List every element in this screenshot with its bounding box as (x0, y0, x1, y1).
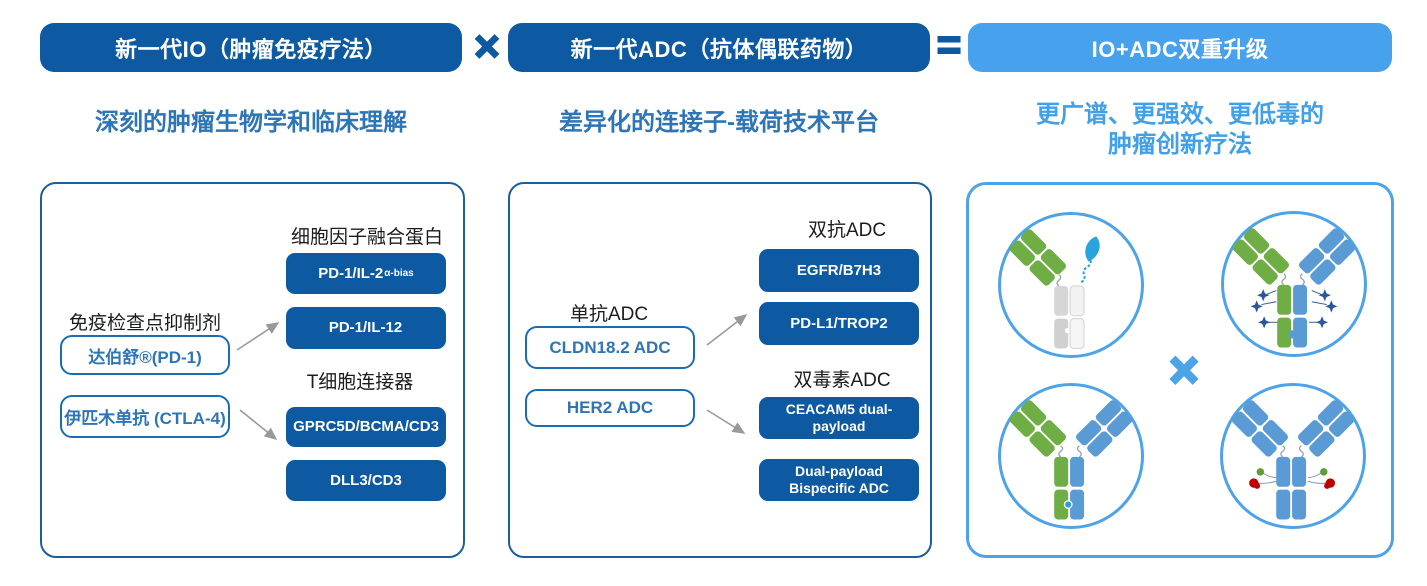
result-panel: × (966, 182, 1394, 558)
equals-operator: = (936, 20, 963, 69)
pill-dual-payload-bispecific: Dual-payload Bispecific ADC (759, 459, 919, 501)
pill-pd1-il12: PD-1/IL-12 (286, 307, 446, 349)
tcell-engager-group-title: T细胞连接器 (306, 372, 414, 393)
banner-new-gen-adc: 新一代ADC（抗体偶联药物） (508, 23, 930, 72)
pill-gprc5d-bcma-cd3: GPRC5D/BCMA/CD3 (286, 407, 446, 447)
pill-dll3-cd3: DLL3/CD3 (286, 460, 446, 501)
io-subtitle: 深刻的肿瘤生物学和临床理解 (95, 109, 407, 136)
pill-pdl1-trop2: PD-L1/TROP2 (759, 302, 919, 345)
arrow-cldn-to-bispecific (706, 314, 748, 346)
arrow-her2-to-dual (706, 409, 746, 434)
pill-egfr-b7h3-label: EGFR/B7H3 (796, 261, 882, 279)
banner-adc-label: 新一代ADC（抗体偶联药物） (570, 36, 868, 62)
multiply-operator: × (473, 21, 501, 72)
pill-pdl1-trop2-label: PD-L1/TROP2 (790, 314, 888, 332)
pill-pd1-il12-text: PD-1/IL-12 (328, 319, 403, 337)
pill-tyvyt: 达伯舒®(PD-1) (60, 335, 230, 375)
pill-cldn182-label: CLDN18.2 ADC (549, 337, 671, 357)
banner-io-adc-result: IO+ADC双重升级 (968, 23, 1392, 72)
banner-new-gen-io: 新一代IO（肿瘤免疫疗法） (40, 23, 462, 72)
banner-io-label: 新一代IO（肿瘤免疫疗法） (115, 36, 387, 62)
adc-subtitle: 差异化的连接子-载荷技术平台 (559, 109, 879, 136)
pill-pd1-il2-text: PD-1/IL-2 (318, 264, 384, 282)
result-subtitle-line1: 更广谱、更强效、更低毒的 (1036, 101, 1324, 128)
pill-her2-adc: HER2 ADC (525, 389, 695, 427)
pill-ceacam5-dual-payload: CEACAM5 dual-payload (759, 397, 919, 439)
result-subtitle: 更广谱、更强效、更低毒的 肿瘤创新疗法 (966, 100, 1394, 160)
bispecific-adc-group-title: 双抗ADC (807, 220, 887, 241)
pill-ipilimumab: 伊匹木单抗 (CTLA-4) (60, 395, 230, 438)
pill-gprc5d-label: GPRC5D/BCMA/CD3 (293, 418, 439, 436)
pill-pd1-il2-sup: α-bias (384, 267, 414, 279)
pill-cldn182-adc: CLDN18.2 ADC (525, 326, 695, 369)
immunocytokine-circle (998, 212, 1144, 358)
dual-toxin-adc-group-title: 双毒素ADC (793, 370, 891, 391)
checkpoint-inhibitor-label: 免疫检查点抑制剂 (68, 313, 221, 334)
pill-egfr-b7h3: EGFR/B7H3 (759, 249, 919, 292)
result-multiply-operator: × (1168, 341, 1200, 400)
bispecific-adc-circle (1221, 211, 1367, 357)
dual-payload-adc-icon (1230, 398, 1356, 520)
pill-tyvyt-label: 达伯舒®(PD-1) (88, 347, 202, 367)
immunocytokine-icon (1008, 227, 1100, 349)
mono-adc-label: 单抗ADC (569, 304, 649, 325)
pill-ceacam5-label: CEACAM5 dual-payload (785, 401, 893, 434)
dual-payload-adc-circle (1220, 383, 1366, 529)
pill-dll3-label: DLL3/CD3 (330, 471, 402, 489)
bispecific-adc-icon (1231, 226, 1357, 348)
adc-panel: 双抗ADC EGFR/B7H3 单抗ADC PD-L1/TROP2 CLDN18… (508, 182, 932, 558)
pill-dual-payload-label: Dual-payload Bispecific ADC (789, 463, 889, 496)
pill-ipilimumab-label: 伊匹木单抗 (CTLA-4) (64, 409, 226, 428)
arrow-ipilimumab-to-pipeline (239, 409, 278, 441)
cytokine-group-title: 细胞因子融合蛋白 (290, 227, 443, 248)
bispecific-antibody-circle (998, 383, 1144, 529)
pill-her2-label: HER2 ADC (566, 398, 654, 417)
banner-result-label: IO+ADC双重升级 (1091, 36, 1269, 62)
result-subtitle-line2: 肿瘤创新疗法 (1108, 131, 1252, 158)
arrow-tyvyt-to-pipeline (236, 322, 280, 351)
bispecific-antibody-icon (1008, 398, 1134, 520)
